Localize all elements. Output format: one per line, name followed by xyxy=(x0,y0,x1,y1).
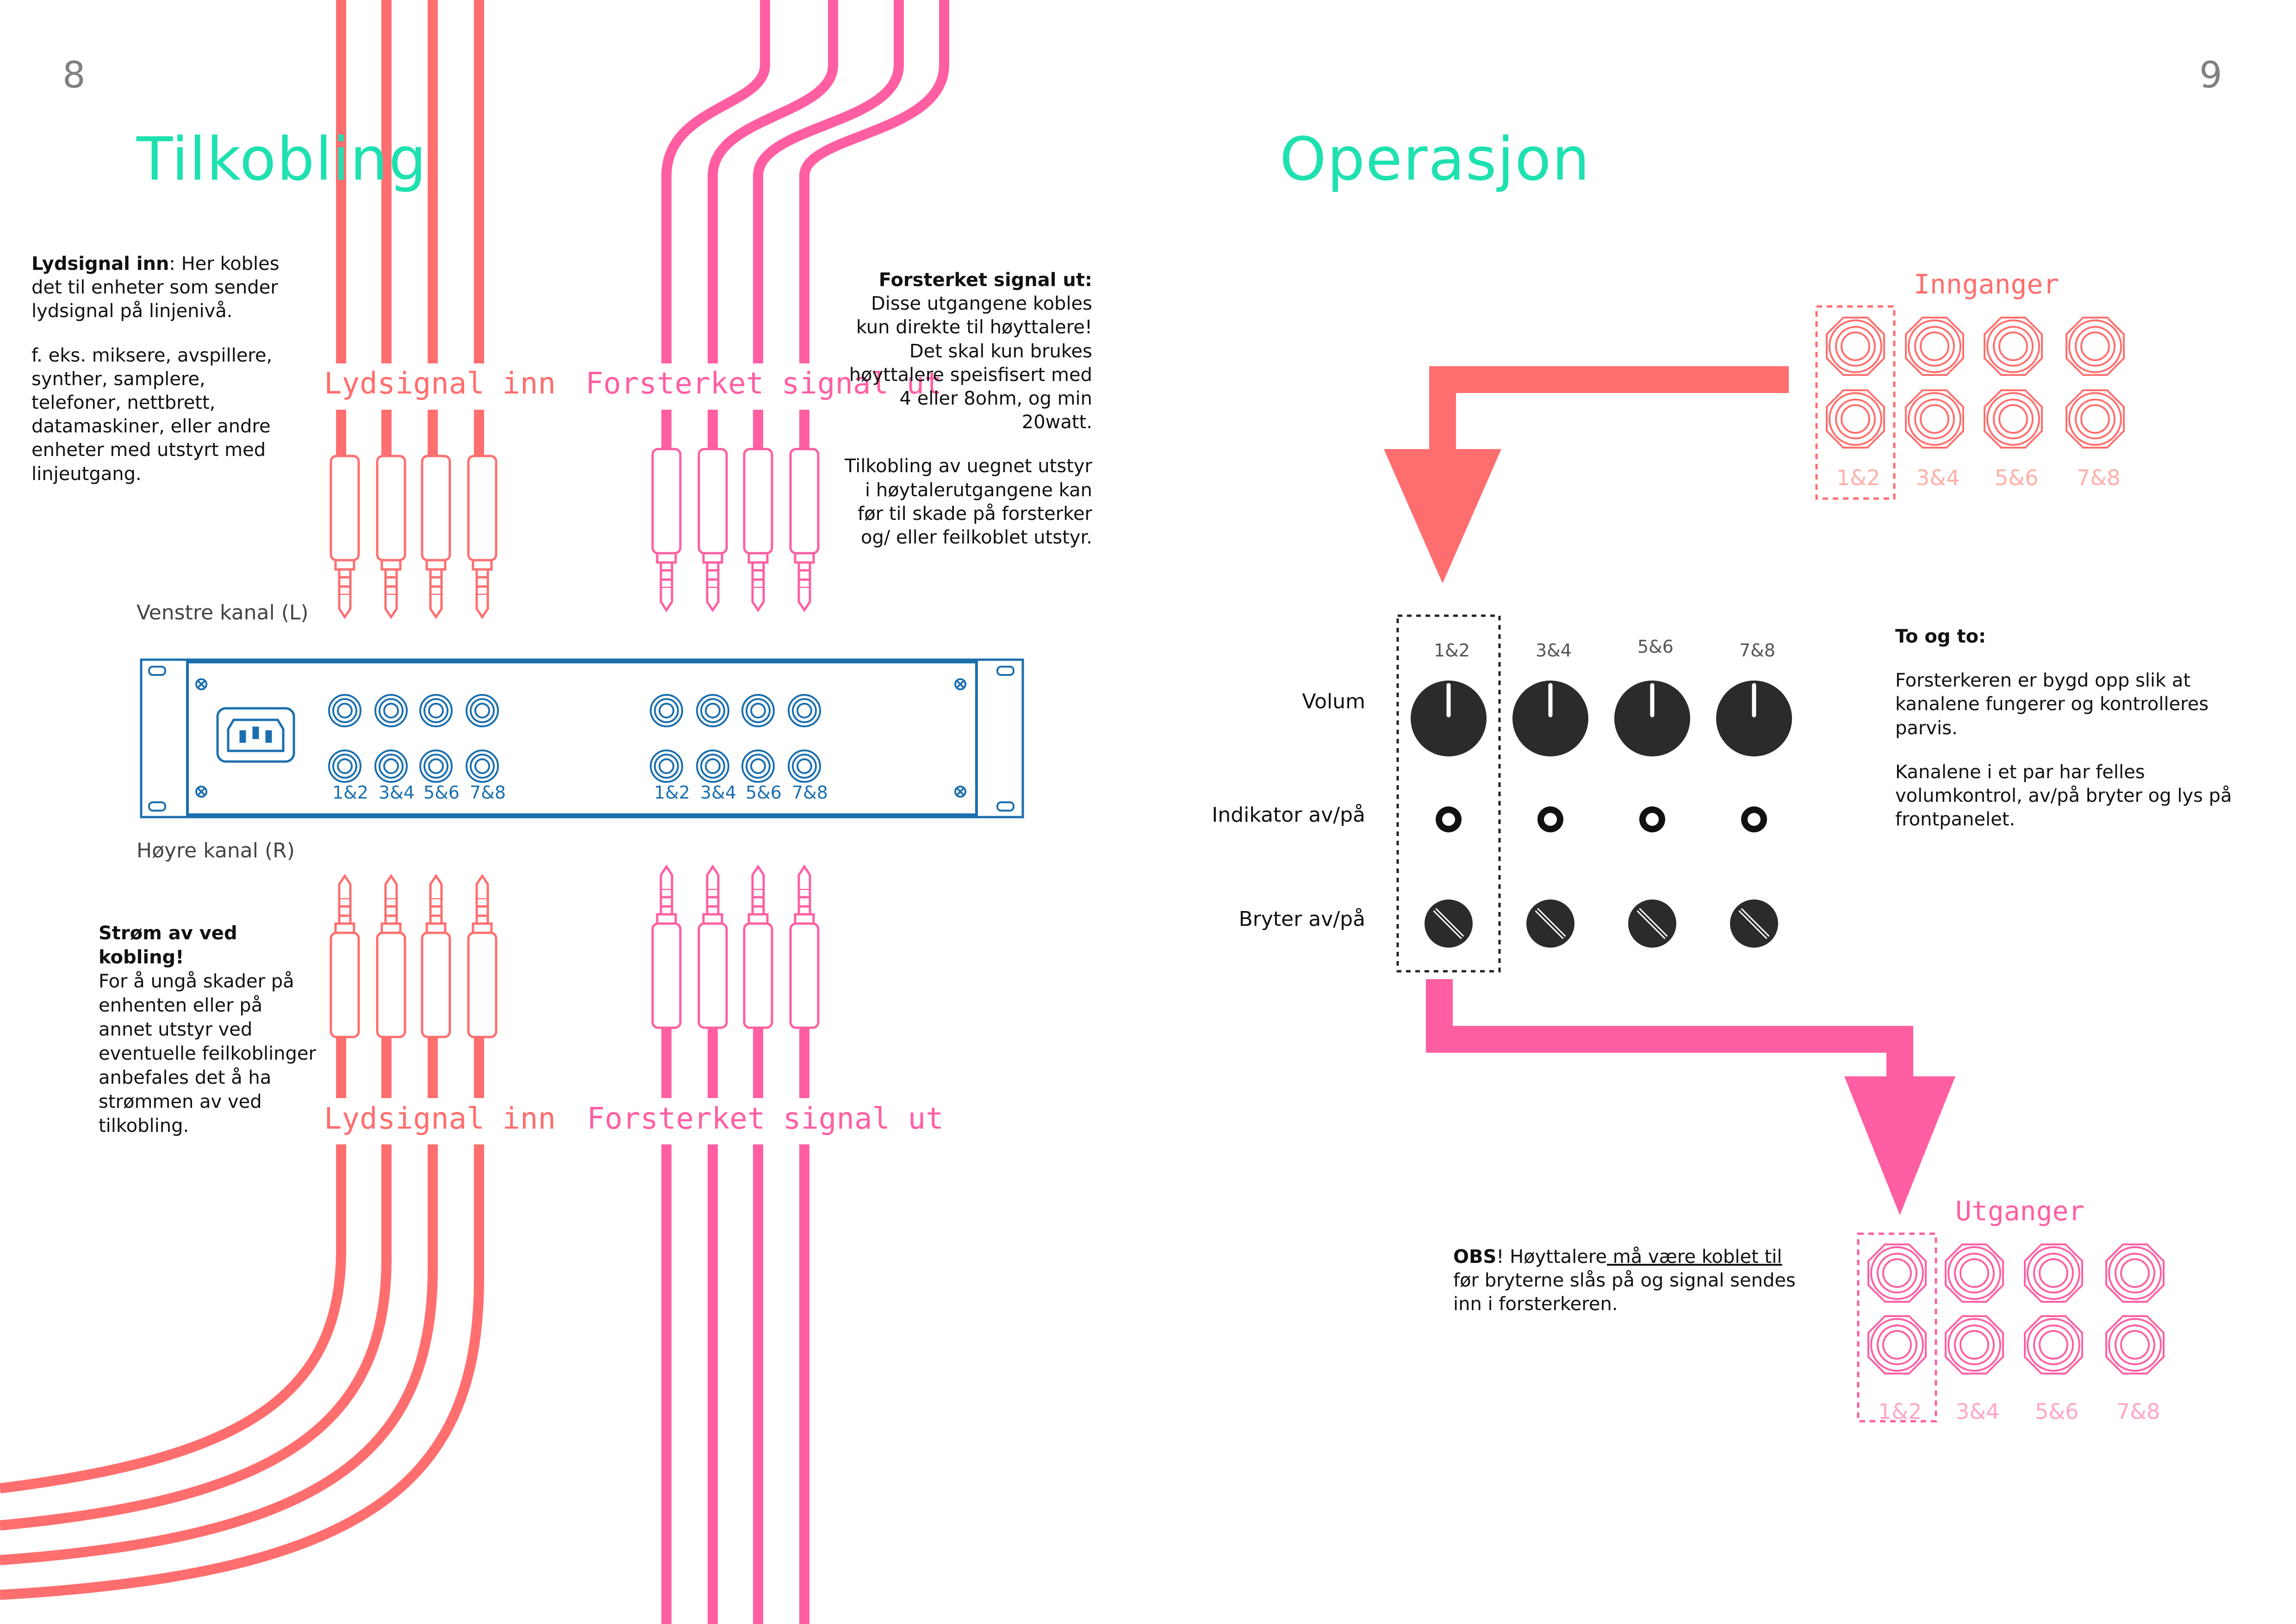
power-note-text: For å ungå skader på enhenten eller på a… xyxy=(99,971,316,1137)
power-switch-icon xyxy=(1425,899,1778,948)
input-cables-bottom xyxy=(0,1028,484,1600)
rack-pair-label: 3&4 xyxy=(700,782,736,803)
pairs-note-text-1: Forsterkeren er bygd opp slik at kanalen… xyxy=(1895,670,2209,739)
input-flow-arrow xyxy=(1384,366,1789,583)
inputs-panel xyxy=(1815,305,2125,500)
pairs-note-text-2: Kanalene i et par har felles volumkontro… xyxy=(1895,761,2232,831)
output-pair-label: 5&6 xyxy=(2035,1399,2079,1424)
pairs-note-title: To og to: xyxy=(1895,626,1986,647)
output-cables-top xyxy=(661,0,949,463)
rack-pair-label: 1&2 xyxy=(654,782,690,803)
rack-jacks xyxy=(328,694,821,783)
output-note: Forsterket signal ut: Disse utgangene ko… xyxy=(842,269,1092,550)
input-pair-label: 5&6 xyxy=(1995,465,2039,490)
page-number-right: 9 xyxy=(2199,55,2222,96)
front-panel xyxy=(1396,614,1792,973)
page-number-left: 8 xyxy=(62,55,86,96)
input-cable-label-top: Lydsignal inn xyxy=(324,367,556,401)
output-plugs-bottom xyxy=(653,867,818,1028)
output-flow-arrow xyxy=(1426,979,1955,1215)
input-note-title: Lydsignal inn xyxy=(31,253,169,275)
rack-pair-label: 5&6 xyxy=(423,782,460,803)
output-plugs-top xyxy=(653,449,818,610)
volume-row-label: Volum xyxy=(1302,690,1365,713)
inputs-title: Innganger xyxy=(1914,269,2060,300)
rack-pair-label: 7&8 xyxy=(470,782,506,803)
input-plugs-bottom xyxy=(331,876,496,1037)
output-pair-label: 3&4 xyxy=(1956,1399,2000,1424)
output-note-warning: Tilkobling av uegnet utstyr i høytalerut… xyxy=(845,456,1092,548)
outputs-panel xyxy=(1857,1232,2165,1423)
switch-row-label: Bryter av/på xyxy=(1238,907,1365,931)
left-channel-label: Venstre kanal (L) xyxy=(137,601,309,625)
output-pair-label: 7&8 xyxy=(2116,1399,2160,1424)
power-inlet-icon xyxy=(216,707,295,763)
rack-pair-label: 3&4 xyxy=(379,782,415,803)
screw-icon xyxy=(195,678,966,798)
input-cable-label-bottom: Lydsignal inn xyxy=(324,1102,556,1136)
page-title-left: Tilkobling xyxy=(137,125,427,194)
output-note-text: Disse utgangene kobles kun direkte til h… xyxy=(849,293,1092,433)
input-pair-label: 1&2 xyxy=(1836,465,1880,490)
input-note-text: : Her kobles det til enheter som sender … xyxy=(31,253,280,322)
obs-text-pre: ! Høyttalere xyxy=(1496,1246,1607,1268)
obs-note: OBS! Høyttalere må være koblet til før b… xyxy=(1453,1245,1805,1317)
obs-text-post: før bryterne slås på og signal sendes in… xyxy=(1453,1270,1796,1315)
input-note-examples: f. eks. miksere, avspillere, synther, sa… xyxy=(31,344,273,485)
rack-pair-label: 1&2 xyxy=(332,782,368,803)
obs-label: OBS xyxy=(1453,1246,1497,1268)
outputs-title: Utganger xyxy=(1955,1195,2085,1227)
obs-text-emphasis: må være koblet til xyxy=(1607,1246,1782,1268)
panel-pair-label: 5&6 xyxy=(1637,637,1674,657)
indicator-row-label: Indikator av/på xyxy=(1212,803,1365,827)
power-note-title: Strøm av ved kobling! xyxy=(99,923,237,968)
input-pair-label: 7&8 xyxy=(2077,465,2121,490)
rack-unit xyxy=(140,658,1024,818)
input-pair-label: 3&4 xyxy=(1916,465,1960,490)
indicator-led-icon xyxy=(1436,806,1767,832)
rack-pair-label: 5&6 xyxy=(746,782,782,803)
volume-knob-icon xyxy=(1411,681,1792,756)
input-note: Lydsignal inn: Her kobles det til enhete… xyxy=(31,252,300,486)
rack-pair-label: 7&8 xyxy=(792,782,828,803)
output-cable-label-bottom: Forsterket signal ut xyxy=(587,1102,944,1136)
page-title-right: Operasjon xyxy=(1280,125,1591,194)
panel-pair-label: 1&2 xyxy=(1434,640,1470,661)
pairs-note: To og to: Forsterkeren er bygd opp slik … xyxy=(1895,625,2256,831)
panel-pair-label: 3&4 xyxy=(1536,640,1572,661)
input-plugs-top xyxy=(331,456,496,617)
output-cable-label-top: Forsterket signal ut xyxy=(585,367,942,401)
power-note: Strøm av ved kobling! For å ungå skader … xyxy=(99,921,316,1138)
right-channel-label: Høyre kanal (R) xyxy=(137,839,295,862)
panel-pair-label: 7&8 xyxy=(1739,640,1775,661)
output-pair-label: 1&2 xyxy=(1878,1399,1922,1424)
output-note-title: Forsterket signal ut: xyxy=(878,269,1092,291)
